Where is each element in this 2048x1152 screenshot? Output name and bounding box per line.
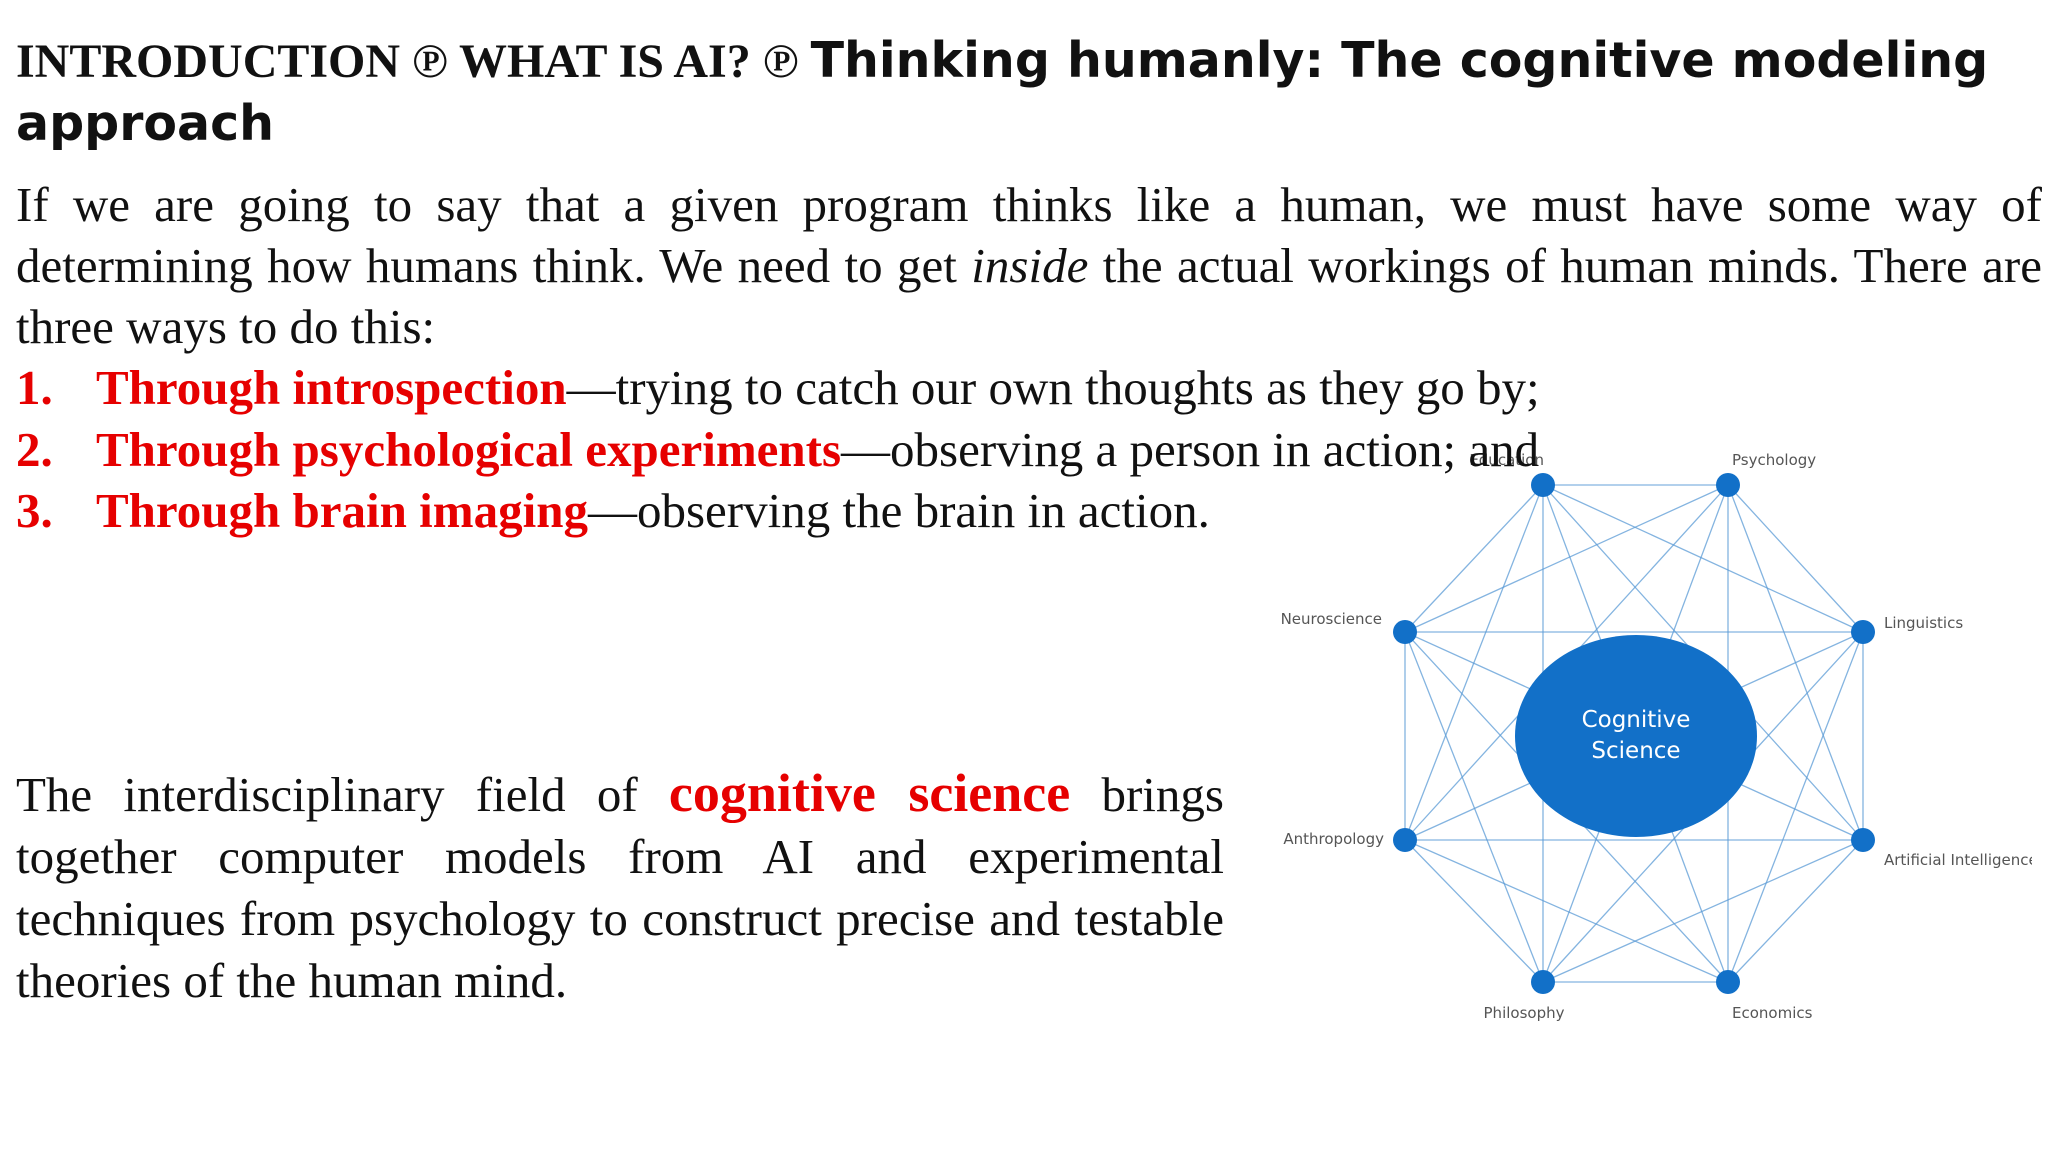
node-label-linguistics: Linguistics: [1884, 614, 1963, 632]
node-label-ai: Artificial Intelligence: [1884, 851, 2032, 869]
center-node: [1515, 635, 1757, 837]
diagram-edge: [1542, 484, 1864, 633]
cognitive-science-paragraph: The interdisciplinary field of cognitive…: [16, 762, 1224, 1012]
node-label-philosophy: Philosophy: [1484, 1004, 1565, 1022]
list-item-lead: Through introspection: [96, 360, 567, 415]
node-neuroscience: [1393, 620, 1417, 644]
node-label-education: Education: [1469, 451, 1544, 469]
slide-title: INTRODUCTION ℗ WHAT IS AI? ℗ Thinking hu…: [16, 30, 2006, 156]
diagram-edge: [1404, 484, 1544, 633]
list-item-number: 3.: [16, 483, 53, 538]
list-item-lead: Through brain imaging: [96, 483, 588, 538]
diagram-edge: [1404, 631, 1544, 983]
ways-list: 1. Through introspection—trying to catch…: [16, 357, 1636, 542]
intro-text-after: the actual workings of human minds. Ther…: [16, 238, 2042, 354]
diagram-nodes: [1393, 473, 1875, 994]
list-item-rest: —observing the brain in action.: [587, 483, 1210, 538]
intro-text-italic: inside: [971, 238, 1089, 293]
list-item: 2. Through psychological experiments—obs…: [16, 419, 1636, 481]
para-text-after: brings together computer models from AI …: [16, 767, 1224, 1008]
list-item-rest: —observing a person in action; and: [841, 421, 1540, 477]
list-item-rest: —trying to catch our own thoughts as the…: [566, 360, 1540, 415]
diagram-edge: [1404, 484, 1729, 633]
diagram-edge: [1404, 839, 1544, 983]
diagram-canvas: Cognitive Science Education PsychologyLin…: [1281, 451, 2032, 1022]
node-label-neuroscience: Neuroscience: [1281, 610, 1382, 628]
center-label-line2: Science: [1591, 738, 1680, 764]
node-anthropology: [1393, 828, 1417, 852]
node-psychology: [1716, 473, 1740, 497]
node-linguistics: [1851, 620, 1875, 644]
para-emphasis: cognitive science: [668, 763, 1071, 823]
diagram-edge: [1727, 839, 1864, 983]
intro-text-before: If we are going to say that a given prog…: [16, 177, 2042, 293]
list-item: 3. Through brain imaging—observing the b…: [16, 480, 1636, 542]
list-item-number: 1.: [16, 360, 53, 415]
node-label-psychology: Psychology: [1732, 451, 1816, 469]
node-label-anthropology: Anthropology: [1283, 830, 1384, 848]
list-item-number: 2.: [16, 421, 53, 477]
center-label-line1: Cognitive: [1582, 707, 1691, 733]
node-philosophy: [1531, 970, 1555, 994]
diagram-edge: [1727, 631, 1864, 983]
diagram-edge: [1404, 839, 1729, 983]
node-ai: [1851, 828, 1875, 852]
title-breadcrumb: INTRODUCTION ℗ WHAT IS AI? ℗: [16, 35, 811, 88]
node-label-economics: Economics: [1732, 1004, 1813, 1022]
list-item: 1. Through introspection—trying to catch…: [16, 357, 1636, 419]
node-education: [1531, 473, 1555, 497]
node-economics: [1716, 970, 1740, 994]
diagram-edge: [1404, 484, 1544, 841]
list-item-lead: Through psychological experiments: [96, 421, 842, 477]
diagram-edge: [1727, 484, 1864, 633]
title-heading: Thinking humanly: The cognitive modeling…: [16, 32, 1989, 152]
diagram-labels: Education PsychologyLinguisticsArtificial…: [1281, 451, 2032, 1022]
diagram-edge: [1542, 839, 1864, 983]
intro-paragraph: If we are going to say that a given prog…: [16, 174, 2042, 357]
para-text-before: The interdisciplinary field of: [16, 767, 669, 822]
